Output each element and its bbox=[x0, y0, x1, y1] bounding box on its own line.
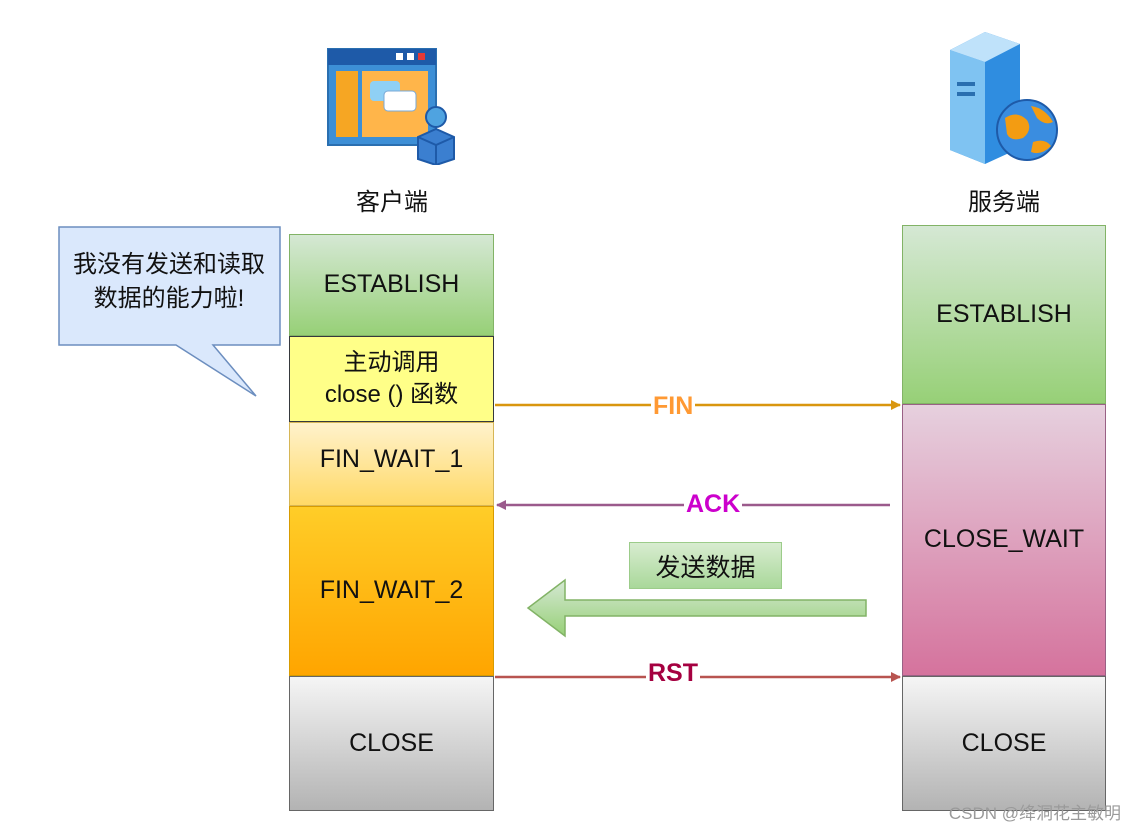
close-call-line2: close () 函数 bbox=[324, 381, 459, 408]
send-data-label: 发送数据 bbox=[629, 542, 782, 589]
client-establish-label: ESTABLISH bbox=[323, 270, 460, 299]
client-application-icon bbox=[326, 47, 458, 167]
close-wait-label: CLOSE_WAIT bbox=[923, 525, 1085, 554]
rst-label: RST bbox=[646, 659, 700, 687]
client-state-close: CLOSE bbox=[289, 676, 494, 811]
server-state-close: CLOSE bbox=[902, 676, 1106, 811]
client-label: 客户端 bbox=[356, 189, 428, 216]
fin-wait-2-label: FIN_WAIT_2 bbox=[319, 576, 464, 605]
fin-label: FIN bbox=[651, 392, 696, 420]
client-close-call: 主动调用 close () 函数 bbox=[289, 336, 494, 422]
server-label: 服务端 bbox=[968, 189, 1040, 216]
server-establish-label: ESTABLISH bbox=[936, 299, 1072, 328]
callout-text: 我没有发送和读取数据的能力啦! bbox=[73, 251, 265, 312]
fin-wait-1-label: FIN_WAIT_1 bbox=[319, 445, 464, 473]
client-state-establish: ESTABLISH bbox=[289, 234, 494, 336]
server-state-close-wait: CLOSE_WAIT bbox=[902, 404, 1106, 676]
ack-label: ACK bbox=[684, 490, 743, 518]
close-call-line1: 主动调用 bbox=[343, 348, 440, 376]
server-close-label: CLOSE bbox=[961, 728, 1047, 757]
client-state-fin-wait-1: FIN_WAIT_1 bbox=[289, 422, 494, 506]
send-data-text: 发送数据 bbox=[655, 553, 756, 582]
client-state-fin-wait-2: FIN_WAIT_2 bbox=[289, 506, 494, 676]
client-close-label: CLOSE bbox=[349, 728, 434, 757]
speech-callout: 我没有发送和读取数据的能力啦! bbox=[58, 226, 283, 401]
server-globe-icon bbox=[945, 30, 1060, 165]
watermark: CSDN @绛洞花主敏明 bbox=[948, 804, 1121, 823]
server-state-establish: ESTABLISH bbox=[902, 225, 1106, 404]
